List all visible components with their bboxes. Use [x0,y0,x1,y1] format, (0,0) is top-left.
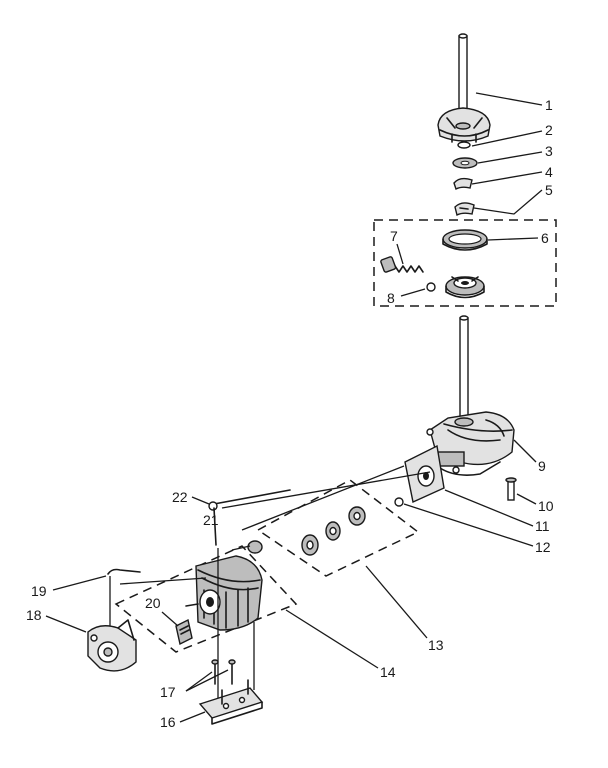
callout-12: 12 [535,539,551,555]
callout-20: 20 [145,595,161,611]
screws [211,659,236,685]
callout-22: 22 [172,489,188,505]
callout-8: 8 [387,290,395,306]
grommet [247,540,263,554]
callout-5: 5 [545,182,553,198]
spring-clip [454,202,475,217]
callout-1: 1 [545,97,553,113]
callout-2: 2 [545,122,553,138]
retaining-clip [453,177,473,190]
mounting-plate [404,444,445,504]
callout-21: 21 [203,512,219,528]
leader-lines [45,92,543,723]
washer [457,141,471,149]
motor [185,555,263,631]
ring-washer [452,157,478,169]
water-pump [87,619,137,672]
callout-17: 17 [160,684,176,700]
callout-9: 9 [538,458,546,474]
callout-7: 7 [390,228,398,244]
coupling-kit-box [256,479,420,577]
bolt [505,477,517,501]
mounting-rod [208,489,291,546]
callout-18: 18 [26,607,42,623]
motor-bracket [198,679,264,725]
pin [394,497,404,507]
clutch-kit-box [373,219,557,307]
callout-16: 16 [160,714,176,730]
transmission-shaft [459,315,469,419]
transmission-housing [426,411,515,476]
coupling-disks [301,506,366,556]
callout-4: 4 [545,164,553,180]
brake-band [442,229,488,251]
spring-and-plunger [380,256,436,292]
brake-cam [445,276,485,299]
callout-19: 19 [31,583,47,599]
callout-10: 10 [538,498,554,514]
drive-shaft-hub [437,33,491,143]
callout-13: 13 [428,637,444,653]
callout-3: 3 [545,143,553,159]
motor-switch [175,618,193,646]
callout-14: 14 [380,664,396,680]
callout-labels: 1 2 3 4 5 6 7 8 9 10 11 12 13 14 16 17 1… [26,97,554,730]
callout-11: 11 [535,518,550,534]
callout-6: 6 [541,230,549,246]
